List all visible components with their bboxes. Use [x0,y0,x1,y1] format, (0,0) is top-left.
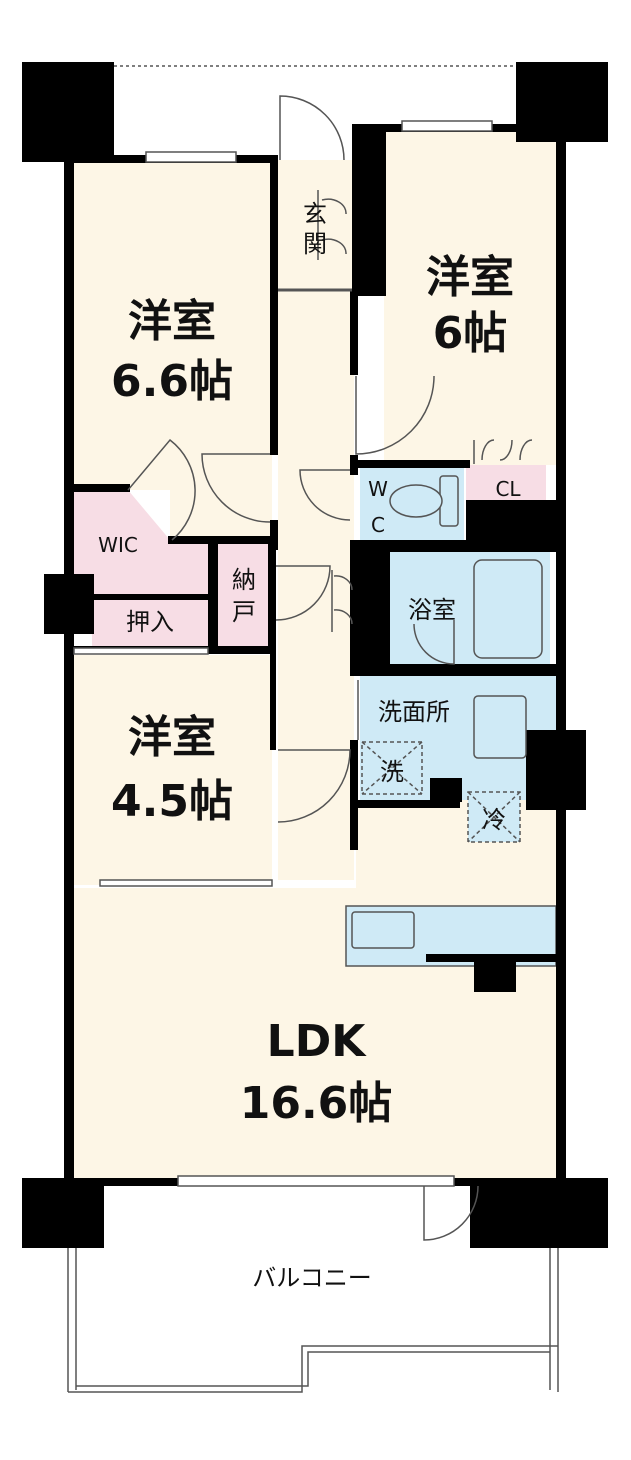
wall-room-6-6-corridor [270,160,278,455]
label-balcony: バルコニー [252,1264,372,1292]
pillar-bottom-left [22,1178,104,1248]
wall-bath-bottom [350,664,560,676]
wall-washroom-left [350,740,358,850]
fixtures [351,475,543,949]
label-washroom: 洗面所 [378,698,450,726]
label-oshiire: 押入 [126,608,174,636]
western-room-4-5-area [72,655,272,885]
window-room-6 [401,120,493,132]
balcony-floor-edge [68,1345,558,1393]
door-corridor-cabinet [331,570,353,632]
wall-right-outer [556,140,566,1185]
cl-area [466,465,546,505]
room-name-western-6-6: 洋室 [128,296,216,347]
wall-bottom-right [454,1178,484,1186]
wall-cl-block [466,500,564,552]
wall-wic-top [64,484,130,492]
pillar-bottom-right [470,1178,608,1248]
window-room-6-6 [145,151,237,163]
door-wic [127,438,196,541]
room-name-ldk: LDK [267,1016,368,1067]
washroom-right-area [528,676,556,730]
western-room-6-area [384,130,556,465]
wall-room-6-bottom [350,460,470,468]
wall-wc-bottom [350,540,470,552]
door-wc [299,469,351,521]
label-fridge: 冷 [482,806,506,834]
room-name-western-4-5: 洋室 [128,712,216,763]
doors [127,95,533,1241]
wall-bottom [64,1178,178,1186]
room-size-western-4-5: 4.5帖 [111,776,233,827]
wall-left-outer [64,160,74,1185]
door-nando [275,565,331,621]
wall-corridor-right-top [352,124,386,296]
oshiire-area [92,598,210,646]
wash-basin [473,695,527,759]
label-wic: WIC [98,533,138,557]
label-entrance-2: 関 [303,230,327,258]
toilet-bowl [389,484,443,518]
pillar-top-left [22,62,114,162]
bathtub [473,559,543,659]
western-room-6-6-lower [170,490,272,540]
room-size-western-6: 6帖 [433,308,508,359]
sliding-door-room-4-5 [99,879,273,887]
label-entrance-1: 玄 [303,200,327,228]
western-room-6-6-area [72,160,272,490]
door-balcony [423,1185,479,1241]
label-nando-1: 納 [232,566,256,594]
door-room-6 [355,375,435,455]
washer-space [361,741,423,795]
window-ldk [177,1175,455,1187]
label-wc-1: W [368,477,388,501]
kitchen-backsplash [426,954,556,962]
kitchen-column [474,958,516,992]
wic-area [72,490,210,596]
wall-corridor-right [350,290,358,375]
door-entrance-cabinet [317,190,347,260]
pillar-left-mid [44,574,94,634]
wall-wic-top-right [168,536,274,544]
washer-cross-2 [361,741,423,795]
label-nando-2: 戸 [232,598,256,626]
wall-washroom-bottom [350,800,460,808]
label-wc-2: C [371,513,385,537]
wall-room-6-6-corridor-lower [270,520,278,550]
room-size-western-6-6: 6.6帖 [111,356,233,407]
label-bath: 浴室 [408,596,456,624]
wall-room-4-5-right [270,650,276,750]
fridge-cross-2 [467,791,521,843]
sliding-door-oshiire [73,647,209,655]
nando-area [218,542,270,646]
door-room-6-6 [201,453,271,523]
room-size-ldk: 16.6帖 [240,1078,393,1129]
balcony-floor-edge-inner [76,1351,550,1387]
room-name-western-6: 洋室 [426,252,514,303]
wall-oshiire-top [64,594,214,600]
balcony [67,65,559,1393]
label-cl: CL [495,477,521,501]
door-bath [413,620,455,665]
door-room-4-5 [277,749,351,823]
labels: 洋室 6.6帖 洋室 6帖 洋室 4.5帖 LDK 16.6帖 玄 関 W C … [98,200,521,1292]
washer-cross-1 [361,741,423,795]
ldk-upper-area [356,800,556,890]
windows [73,120,493,1187]
wall-bath-left [350,552,390,672]
pillar-right-mid [526,730,586,810]
kitchen-sink [351,911,415,949]
front-door [279,95,345,161]
room-fills [72,130,556,1180]
entrance-area [278,160,354,290]
label-washer: 洗 [380,758,404,786]
wall-washroom-step [430,778,462,802]
door-cl-folding [473,439,533,464]
wall-nando-right [268,540,276,652]
